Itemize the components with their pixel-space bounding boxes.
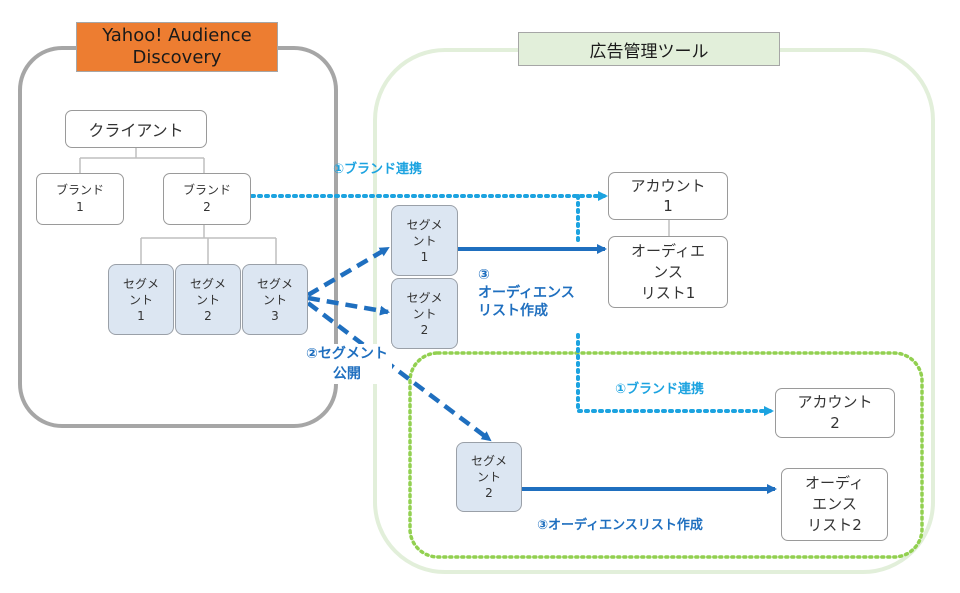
brand-1-box: ブランド 1 [36,173,124,225]
tool-segment-middle-box: セグメ ント 2 [391,278,458,349]
audience-create-label-1: ③ オーディエンス リスト作成 [478,267,575,319]
brand-2-box: ブランド 2 [163,173,251,225]
tool-title: 広告管理ツール [518,32,780,66]
yahoo-container [18,46,338,428]
segment-publish-label: ②セグメント 公開 [302,344,392,384]
segment-2-box: セグメ ント 2 [175,264,241,335]
account-1-box: アカウント 1 [608,172,728,220]
account-2-box: アカウント 2 [775,388,895,438]
brand-link-label-2: ①ブランド連携 [615,382,705,397]
tool-segment-upper-box: セグメ ント 1 [391,205,458,276]
yahoo-title: Yahoo! Audience Discovery [76,22,278,72]
client-box: クライアント [65,110,207,148]
brand-link-label-1: ①ブランド連携 [333,162,423,177]
audience-create-label-2: ③オーディエンスリスト作成 [537,518,703,533]
audience-list-2-box: オーディ エンス リスト2 [781,468,888,541]
audience-list-1-box: オーディエ ンス リスト1 [608,236,728,308]
segment-1-box: セグメ ント 1 [108,264,174,335]
tool-segment-lower-box: セグメ ント 2 [456,442,522,512]
segment-3-box: セグメ ント 3 [242,264,308,335]
